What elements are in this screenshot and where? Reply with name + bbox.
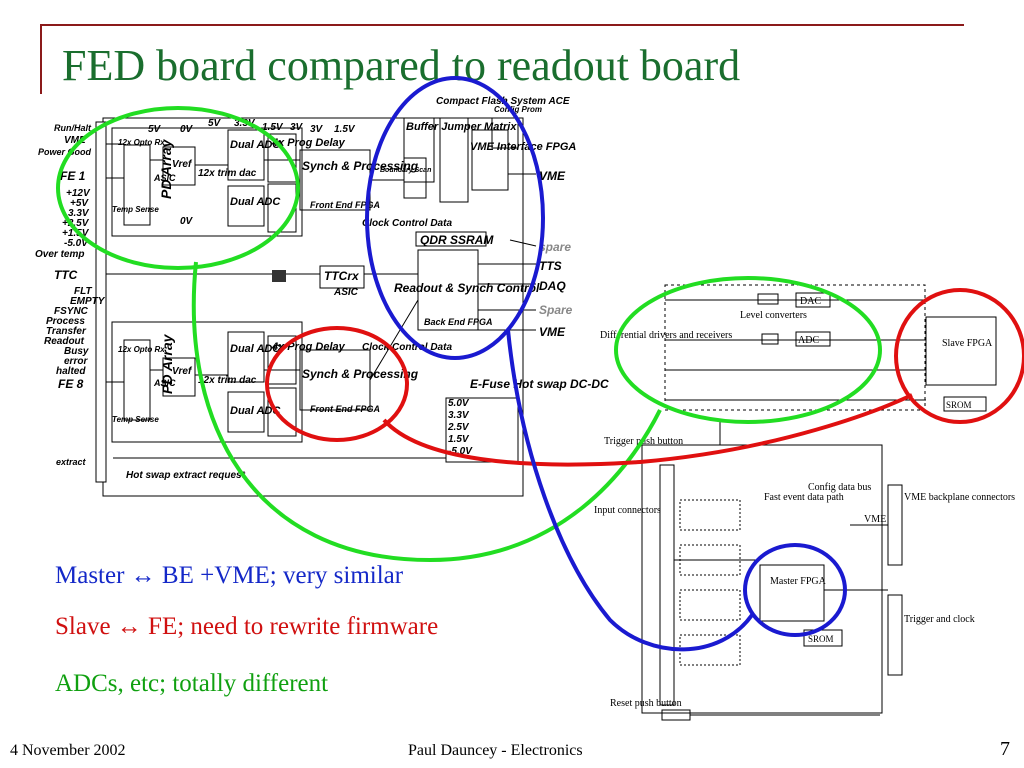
svg-text:halted: halted xyxy=(56,366,86,377)
page-number: 7 xyxy=(1000,738,1010,760)
svg-text:Transfer: Transfer xyxy=(46,326,87,337)
svg-text:PD Array: PD Array xyxy=(159,333,175,394)
bullet-master: Master ↔ BE +VME; very similar xyxy=(55,562,404,589)
svg-text:Config data bus: Config data bus xyxy=(808,482,871,493)
footer-author: Paul Dauncey - Electronics xyxy=(408,742,583,759)
svg-text:Fast event data path: Fast event data path xyxy=(764,492,844,503)
svg-text:DAC: DAC xyxy=(800,296,821,307)
svg-text:Front End FPGA: Front End FPGA xyxy=(310,200,380,210)
svg-text:12x Opto Rx: 12x Opto Rx xyxy=(118,345,165,354)
top-rule xyxy=(40,24,964,26)
left-rule xyxy=(40,24,42,94)
svg-text:EMPTY: EMPTY xyxy=(70,296,106,307)
svg-text:Trigger and clock: Trigger and clock xyxy=(904,614,975,625)
svg-text:Hot swap extract request: Hot swap extract request xyxy=(126,470,246,481)
input-ttc: TTC xyxy=(54,268,78,282)
svg-text:Process: Process xyxy=(46,316,85,327)
svg-text:ADC: ADC xyxy=(798,335,819,346)
svg-text:Busy: Busy xyxy=(64,346,89,357)
svg-text:Differential drivers and recei: Differential drivers and receivers xyxy=(600,330,732,341)
footer-date: 4 November 2002 xyxy=(10,742,126,759)
svg-text:SROM: SROM xyxy=(808,634,834,644)
bullet-adcs: ADCs, etc; totally different xyxy=(55,670,329,697)
svg-text:3V: 3V xyxy=(310,124,324,135)
svg-text:spare: spare xyxy=(539,240,571,254)
svg-text:VME backplane connectors: VME backplane connectors xyxy=(904,492,1015,503)
input-fe8: FE 8 xyxy=(58,377,84,391)
svg-text:SROM: SROM xyxy=(946,400,972,410)
svg-text:Level converters: Level converters xyxy=(740,310,807,321)
svg-text:Input connectors: Input connectors xyxy=(594,505,661,516)
svg-text:Temp Sense: Temp Sense xyxy=(112,415,159,424)
svg-text:Vref: Vref xyxy=(172,366,193,377)
svg-text:VME: VME xyxy=(864,514,886,525)
svg-text:FSYNC: FSYNC xyxy=(54,306,89,317)
output-vme-top: VME xyxy=(539,169,566,183)
bullet-slave: Slave ↔ FE; need to rewrite firmware xyxy=(55,613,439,640)
svg-text:error: error xyxy=(64,356,88,367)
svg-text:extract: extract xyxy=(56,457,87,467)
master-fpga: Master FPGA xyxy=(770,576,827,587)
svg-text:Reset push button: Reset push button xyxy=(610,698,682,709)
svg-text:1.5V: 1.5V xyxy=(334,124,356,135)
slave-fpga: Slave FPGA xyxy=(942,338,993,349)
svg-text:ASIC: ASIC xyxy=(153,378,176,388)
svg-text:FLT: FLT xyxy=(74,286,92,297)
svg-text:Trigger push button: Trigger push button xyxy=(604,436,683,447)
svg-text:Readout: Readout xyxy=(44,336,85,347)
